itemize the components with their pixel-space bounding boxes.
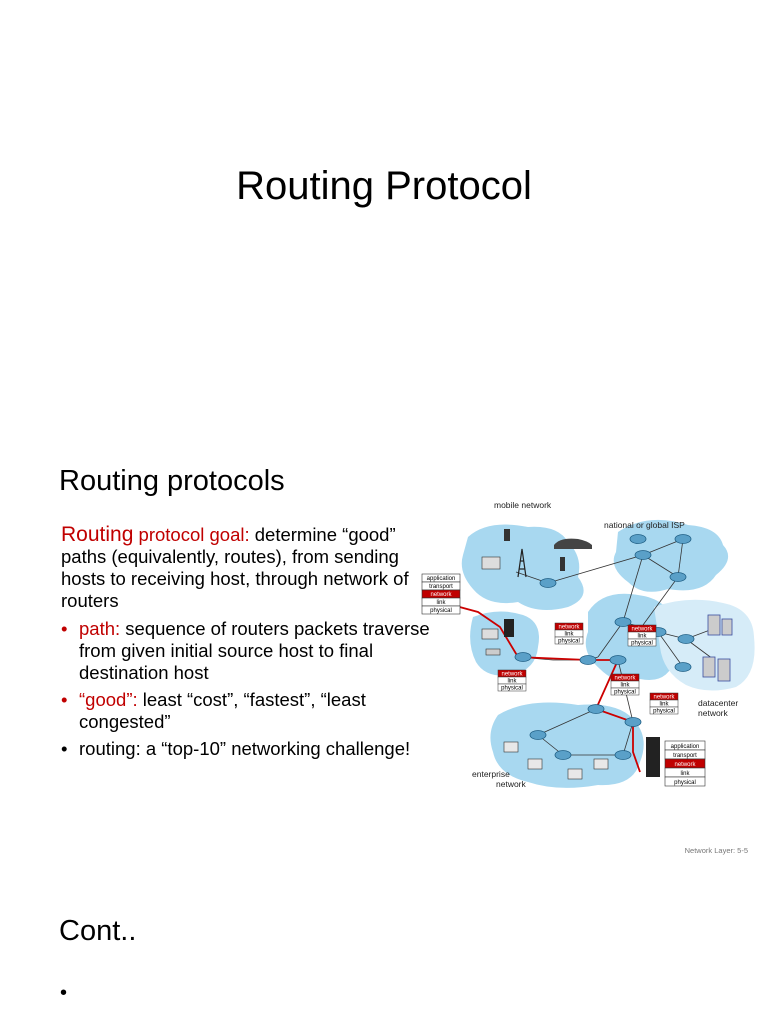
svg-text:link: link [637,634,647,640]
label-enterprise-network: network [496,779,527,789]
goal-label: protocol goal: [133,524,250,545]
slide-heading: Routing protocols [59,465,285,497]
server-icon [504,619,514,637]
slide-body: Routing protocol goal: determine “good” … [61,524,431,765]
laptop-icon [481,556,501,570]
svg-text:link: link [659,702,669,708]
router-stack: network link physical [649,692,679,715]
route-path [429,598,641,773]
mobile-network-cloud [461,524,584,611]
bullet-text: sequence of routers packets traverse fro… [79,618,430,683]
goal-word: Routing [61,523,134,546]
enterprise-hosts [503,741,609,780]
goal-text: determine “good” paths (equivalently, ro… [61,524,409,611]
bullet-routing: • routing: a “top-10” networking challeng… [61,738,431,760]
svg-text:transport: transport [673,753,697,759]
bullet-key: path: [79,618,121,639]
svg-text:physical: physical [631,641,653,647]
router-stack: network link physical [497,669,527,692]
svg-text:application: application [427,576,456,582]
bullet-text: least “cost”, “fastest”, “least congeste… [79,689,366,732]
svg-text:network: network [653,695,675,701]
router-icons [514,534,695,760]
bullet-path: • path: sequence of routers packets trave… [61,618,431,684]
bullet-list: • path: sequence of routers packets trave… [61,618,431,760]
router-stack: network link physical [627,624,657,647]
protocol-stack-destination: application transport network link physi… [664,740,706,787]
svg-text:link: link [436,600,446,606]
svg-text:physical: physical [501,686,523,692]
bullet-dot: • [61,618,68,639]
svg-text:link: link [680,771,690,777]
svg-text:physical: physical [674,780,696,786]
bullet-dot: • [61,689,68,710]
svg-text:link: link [507,679,517,685]
bullet-text: routing: a “top-10” networking challenge… [79,738,411,759]
label-datacenter-network: network [698,708,729,718]
wifi-router-icon [485,648,501,656]
svg-text:transport: transport [429,584,453,590]
label-enterprise: enterprise [472,769,510,779]
svg-text:network: network [631,627,653,633]
bullet-good: • “good”: least “cost”, “fastest”, “least… [61,689,431,733]
laptop-icon [481,628,499,640]
destination-server-icon [646,737,660,777]
svg-text:network: network [614,676,636,682]
traffic-light-icon [560,557,565,571]
cell-tower-icon [517,548,527,578]
svg-text:link: link [620,683,630,689]
bullet-dot: • [61,738,68,759]
phone-icon [504,529,510,541]
page-title: Routing Protocol [236,164,532,208]
label-mobile-network: mobile network [494,500,552,510]
isp-cloud [613,519,729,592]
car-icon [554,538,592,549]
cont-heading: Cont.. [59,915,137,947]
empty-bullet: • [60,982,68,1004]
slide-footer: Network Layer: 5-5 [684,846,748,855]
router-stack: network link physical [554,622,584,645]
router-stack: network link physical [610,673,640,696]
device-icons [481,529,733,780]
goal-paragraph: Routing protocol goal: determine “good” … [61,524,431,612]
svg-text:application: application [671,744,700,750]
svg-text:network: network [558,625,580,631]
svg-text:physical: physical [558,639,580,645]
svg-text:physical: physical [614,690,636,696]
bullet-key: “good”: [79,689,138,710]
svg-text:link: link [564,632,574,638]
protocol-stack-source: application transport network link physi… [421,573,461,615]
svg-text:network: network [430,592,452,598]
network-diagram: mobile network national or global ISP da… [421,500,755,789]
svg-text:physical: physical [653,709,675,715]
label-isp: national or global ISP [604,520,685,530]
svg-text:network: network [501,672,523,678]
svg-text:network: network [674,762,696,768]
svg-text:physical: physical [430,608,452,614]
label-datacenter: datacenter [698,698,738,708]
datacenter-servers [702,614,733,682]
